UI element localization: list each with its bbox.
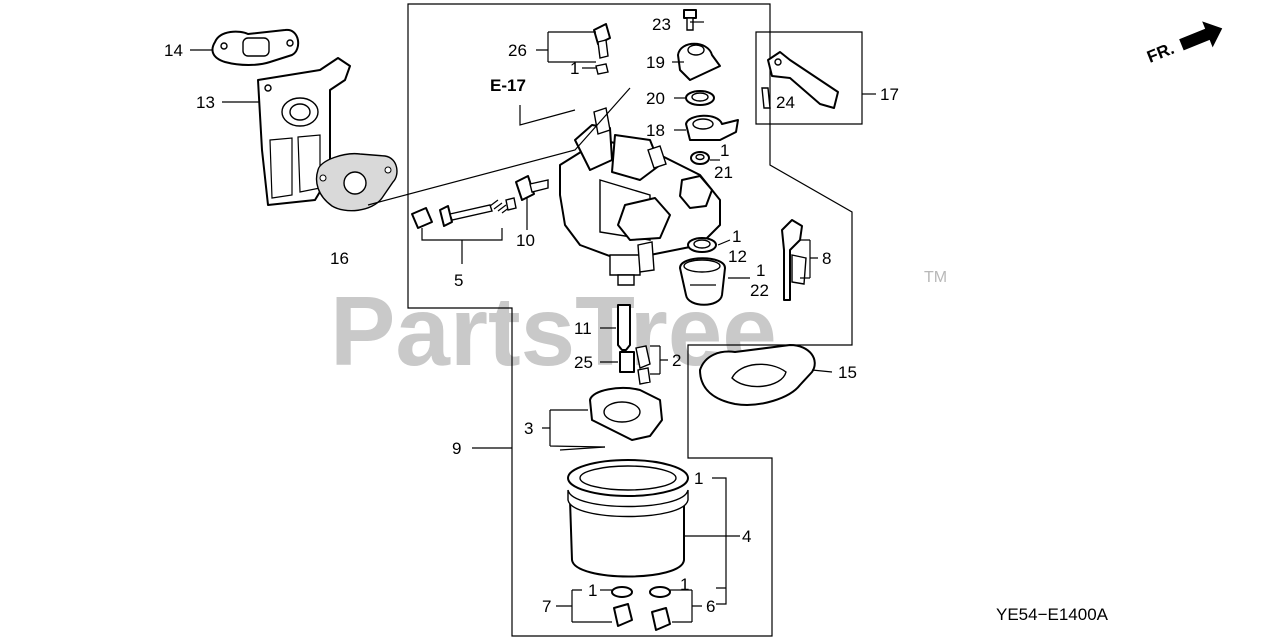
part-11-needle[interactable] [617, 304, 631, 351]
part-24-pin[interactable] [761, 87, 771, 109]
callout-1-c: 1 [732, 227, 741, 246]
callout-26: 26 [508, 41, 527, 60]
callout-7: 7 [542, 597, 551, 616]
part-14-gasket[interactable] [211, 28, 300, 66]
part-23-screw[interactable] [683, 9, 697, 31]
front-direction-arrow-icon: FR. [1144, 21, 1223, 67]
callout-23: 23 [652, 15, 671, 34]
direction-label: FR. [1144, 39, 1177, 67]
callout-16: 16 [330, 249, 349, 268]
callout-14: 14 [164, 41, 183, 60]
callout-1-f: 1 [588, 581, 597, 600]
carburetor-body[interactable] [559, 107, 721, 286]
part-12-washer[interactable] [687, 237, 717, 253]
part-16-gasket[interactable] [315, 153, 398, 212]
part-26-screw[interactable] [593, 23, 611, 75]
callout-1-a: 1 [570, 59, 579, 78]
callout-17: 17 [880, 85, 899, 104]
callout-6: 6 [706, 597, 715, 616]
part-4-float-bowl[interactable] [567, 459, 689, 578]
part-2-jet[interactable] [635, 345, 651, 385]
part-5-pilot-screw[interactable] [411, 197, 517, 229]
callout-8: 8 [822, 249, 831, 268]
callout-12: 12 [728, 247, 747, 266]
part-10-stop-screw[interactable] [515, 175, 549, 201]
callout-1-d: 1 [756, 261, 765, 280]
part-3-float[interactable] [559, 387, 663, 451]
part-19-cap[interactable] [677, 42, 721, 81]
part-21-oring[interactable] [690, 151, 710, 165]
callout-25: 25 [574, 353, 593, 372]
callout-13: 13 [196, 93, 215, 112]
callout-1-g: 1 [680, 575, 689, 594]
part-20-seal[interactable] [685, 90, 715, 106]
callout-22: 22 [750, 281, 769, 300]
part-15-gasket[interactable] [699, 344, 816, 406]
leader-lines [190, 21, 876, 623]
callout-11: 11 [574, 319, 592, 338]
part-18-holder[interactable] [685, 114, 739, 141]
reference-label: E-17 [490, 76, 526, 95]
callout-21: 21 [714, 163, 733, 182]
part-25-spring[interactable] [619, 351, 635, 373]
callout-20: 20 [646, 89, 665, 108]
callout-24: 24 [776, 93, 795, 112]
watermark-trademark: TM [924, 269, 947, 286]
part-6-washer-bolt[interactable] [649, 586, 671, 631]
callout-5: 5 [454, 271, 463, 290]
part-17-lever[interactable] [767, 51, 839, 109]
callout-10: 10 [516, 231, 535, 250]
callout-15: 15 [838, 363, 857, 382]
part-22-jet-holder[interactable] [679, 257, 726, 306]
callout-1-e: 1 [694, 469, 703, 488]
part-7-washer-bolt[interactable] [611, 586, 633, 627]
callout-19: 19 [646, 53, 665, 72]
drawing-code: YE54−E1400A [996, 605, 1109, 624]
callout-9: 9 [452, 439, 461, 458]
assembly-9-boundary [407, 3, 853, 637]
part-17-box [755, 31, 863, 125]
part-8-lever[interactable] [781, 219, 807, 301]
callout-18: 18 [646, 121, 665, 140]
callout-1-b: 1 [720, 141, 729, 160]
callout-2: 2 [672, 351, 681, 370]
callout-3: 3 [524, 419, 533, 438]
callout-4: 4 [742, 527, 751, 546]
